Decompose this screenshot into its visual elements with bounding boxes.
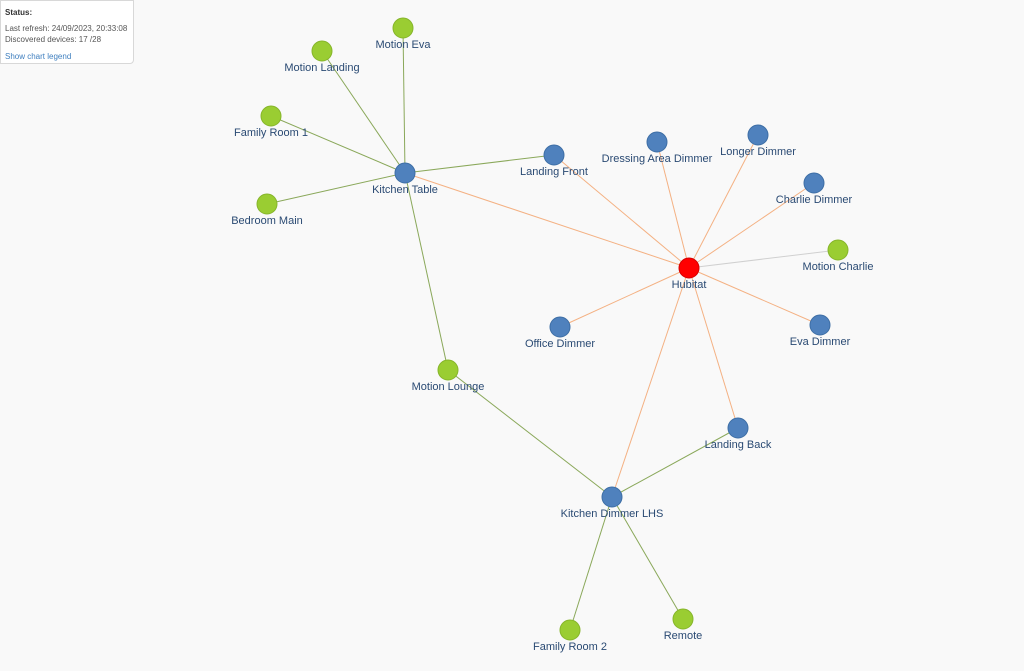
edge-motion-lounge-kitchen-dimmer-lhs (447, 369, 613, 498)
node-label-remote: Remote (664, 630, 703, 642)
edges-layer (266, 27, 839, 631)
node-label-landing-front: Landing Front (520, 166, 588, 178)
edge-hubitat-charlie-dimmer (688, 182, 815, 269)
edge-kitchen-table-motion-landing (321, 50, 406, 174)
node-label-office-dimmer: Office Dimmer (525, 338, 595, 350)
edge-hubitat-longer-dimmer (688, 134, 759, 269)
node-longer-dimmer[interactable] (747, 124, 769, 146)
node-family-room-1[interactable] (260, 105, 282, 127)
node-motion-charlie[interactable] (827, 239, 849, 261)
node-label-kitchen-table: Kitchen Table (372, 184, 438, 196)
edge-kitchen-dimmer-lhs-landing-back (611, 427, 739, 498)
node-label-hubitat: Hubitat (672, 279, 707, 291)
edge-hubitat-motion-charlie (688, 249, 839, 269)
edge-kitchen-table-family-room-1 (270, 115, 406, 174)
edge-kitchen-table-bedroom-main (266, 172, 406, 205)
node-label-charlie-dimmer: Charlie Dimmer (776, 194, 853, 206)
node-landing-front[interactable] (543, 144, 565, 166)
node-motion-landing[interactable] (311, 40, 333, 62)
node-label-family-room-2: Family Room 2 (533, 641, 607, 653)
node-label-motion-eva: Motion Eva (375, 39, 431, 51)
node-label-dressing-area-dimmer: Dressing Area Dimmer (602, 153, 713, 165)
node-label-bedroom-main: Bedroom Main (231, 215, 303, 227)
node-label-motion-charlie: Motion Charlie (803, 261, 874, 273)
last-refresh-text: Last refresh: 24/09/2023, 20:33:08 (5, 24, 128, 33)
status-panel: Status: Last refresh: 24/09/2023, 20:33:… (0, 0, 134, 64)
status-title: Status: (5, 8, 33, 17)
node-label-family-room-1: Family Room 1 (234, 127, 308, 139)
node-kitchen-table[interactable] (394, 162, 416, 184)
node-charlie-dimmer[interactable] (803, 172, 825, 194)
edge-kitchen-table-motion-lounge (404, 172, 449, 371)
edge-kitchen-dimmer-lhs-remote (611, 496, 684, 620)
node-label-motion-lounge: Motion Lounge (412, 381, 485, 393)
edge-hubitat-landing-back (688, 267, 739, 429)
labels-layer: Hubitat Kitchen Table Landing Front Dressin… (231, 39, 873, 653)
edge-hubitat-office-dimmer (559, 267, 690, 328)
node-family-room-2[interactable] (559, 619, 581, 641)
edge-hubitat-landing-front (553, 154, 690, 269)
edge-kitchen-table-motion-eva (402, 27, 406, 174)
node-remote[interactable] (672, 608, 694, 630)
node-office-dimmer[interactable] (549, 316, 571, 338)
node-label-motion-landing: Motion Landing (284, 62, 359, 74)
node-bedroom-main[interactable] (256, 193, 278, 215)
nodes-layer (256, 17, 849, 641)
edge-hubitat-kitchen-dimmer-lhs (611, 267, 690, 498)
show-chart-legend-link[interactable]: Show chart legend (5, 52, 72, 61)
node-motion-eva[interactable] (392, 17, 414, 39)
node-label-landing-back: Landing Back (705, 439, 772, 451)
node-label-eva-dimmer: Eva Dimmer (790, 336, 851, 348)
node-label-kitchen-dimmer-lhs: Kitchen Dimmer LHS (561, 508, 664, 520)
node-kitchen-dimmer-lhs[interactable] (601, 486, 623, 508)
edge-hubitat-dressing-area-dimmer (656, 141, 690, 269)
edge-hubitat-kitchen-table (404, 172, 690, 269)
edge-kitchen-table-landing-front (404, 154, 555, 174)
node-landing-back[interactable] (727, 417, 749, 439)
edge-hubitat-eva-dimmer (688, 267, 821, 326)
node-dressing-area-dimmer[interactable] (646, 131, 668, 153)
discovered-devices-text: Discovered devices: 17 /28 (5, 35, 102, 44)
node-eva-dimmer[interactable] (809, 314, 831, 336)
node-motion-lounge[interactable] (437, 359, 459, 381)
edge-kitchen-dimmer-lhs-family-room-2 (569, 496, 613, 631)
node-hubitat[interactable] (678, 257, 700, 279)
node-label-longer-dimmer: Longer Dimmer (720, 146, 796, 158)
